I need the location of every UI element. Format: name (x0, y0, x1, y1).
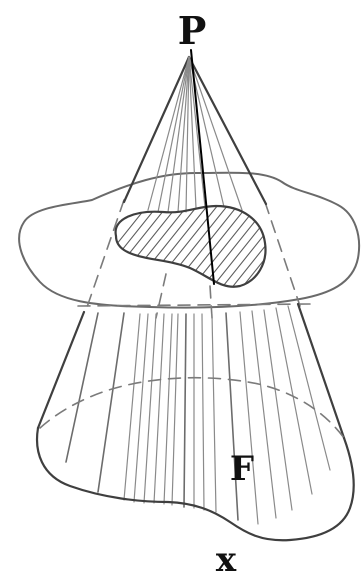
base-curve-back (40, 378, 344, 438)
cone-hidden-edge-left (85, 200, 124, 313)
label-f: F (230, 449, 254, 489)
cone-hidden-edge-right (265, 202, 300, 306)
plane-outline (19, 173, 359, 308)
upper-cone (124, 57, 266, 212)
label-p: P (178, 8, 207, 53)
cone-hidden-ray-2 (210, 286, 212, 318)
base-curve-front (37, 428, 354, 540)
cone-hidden-ray-1 (156, 274, 166, 318)
label-x: x (216, 540, 237, 579)
